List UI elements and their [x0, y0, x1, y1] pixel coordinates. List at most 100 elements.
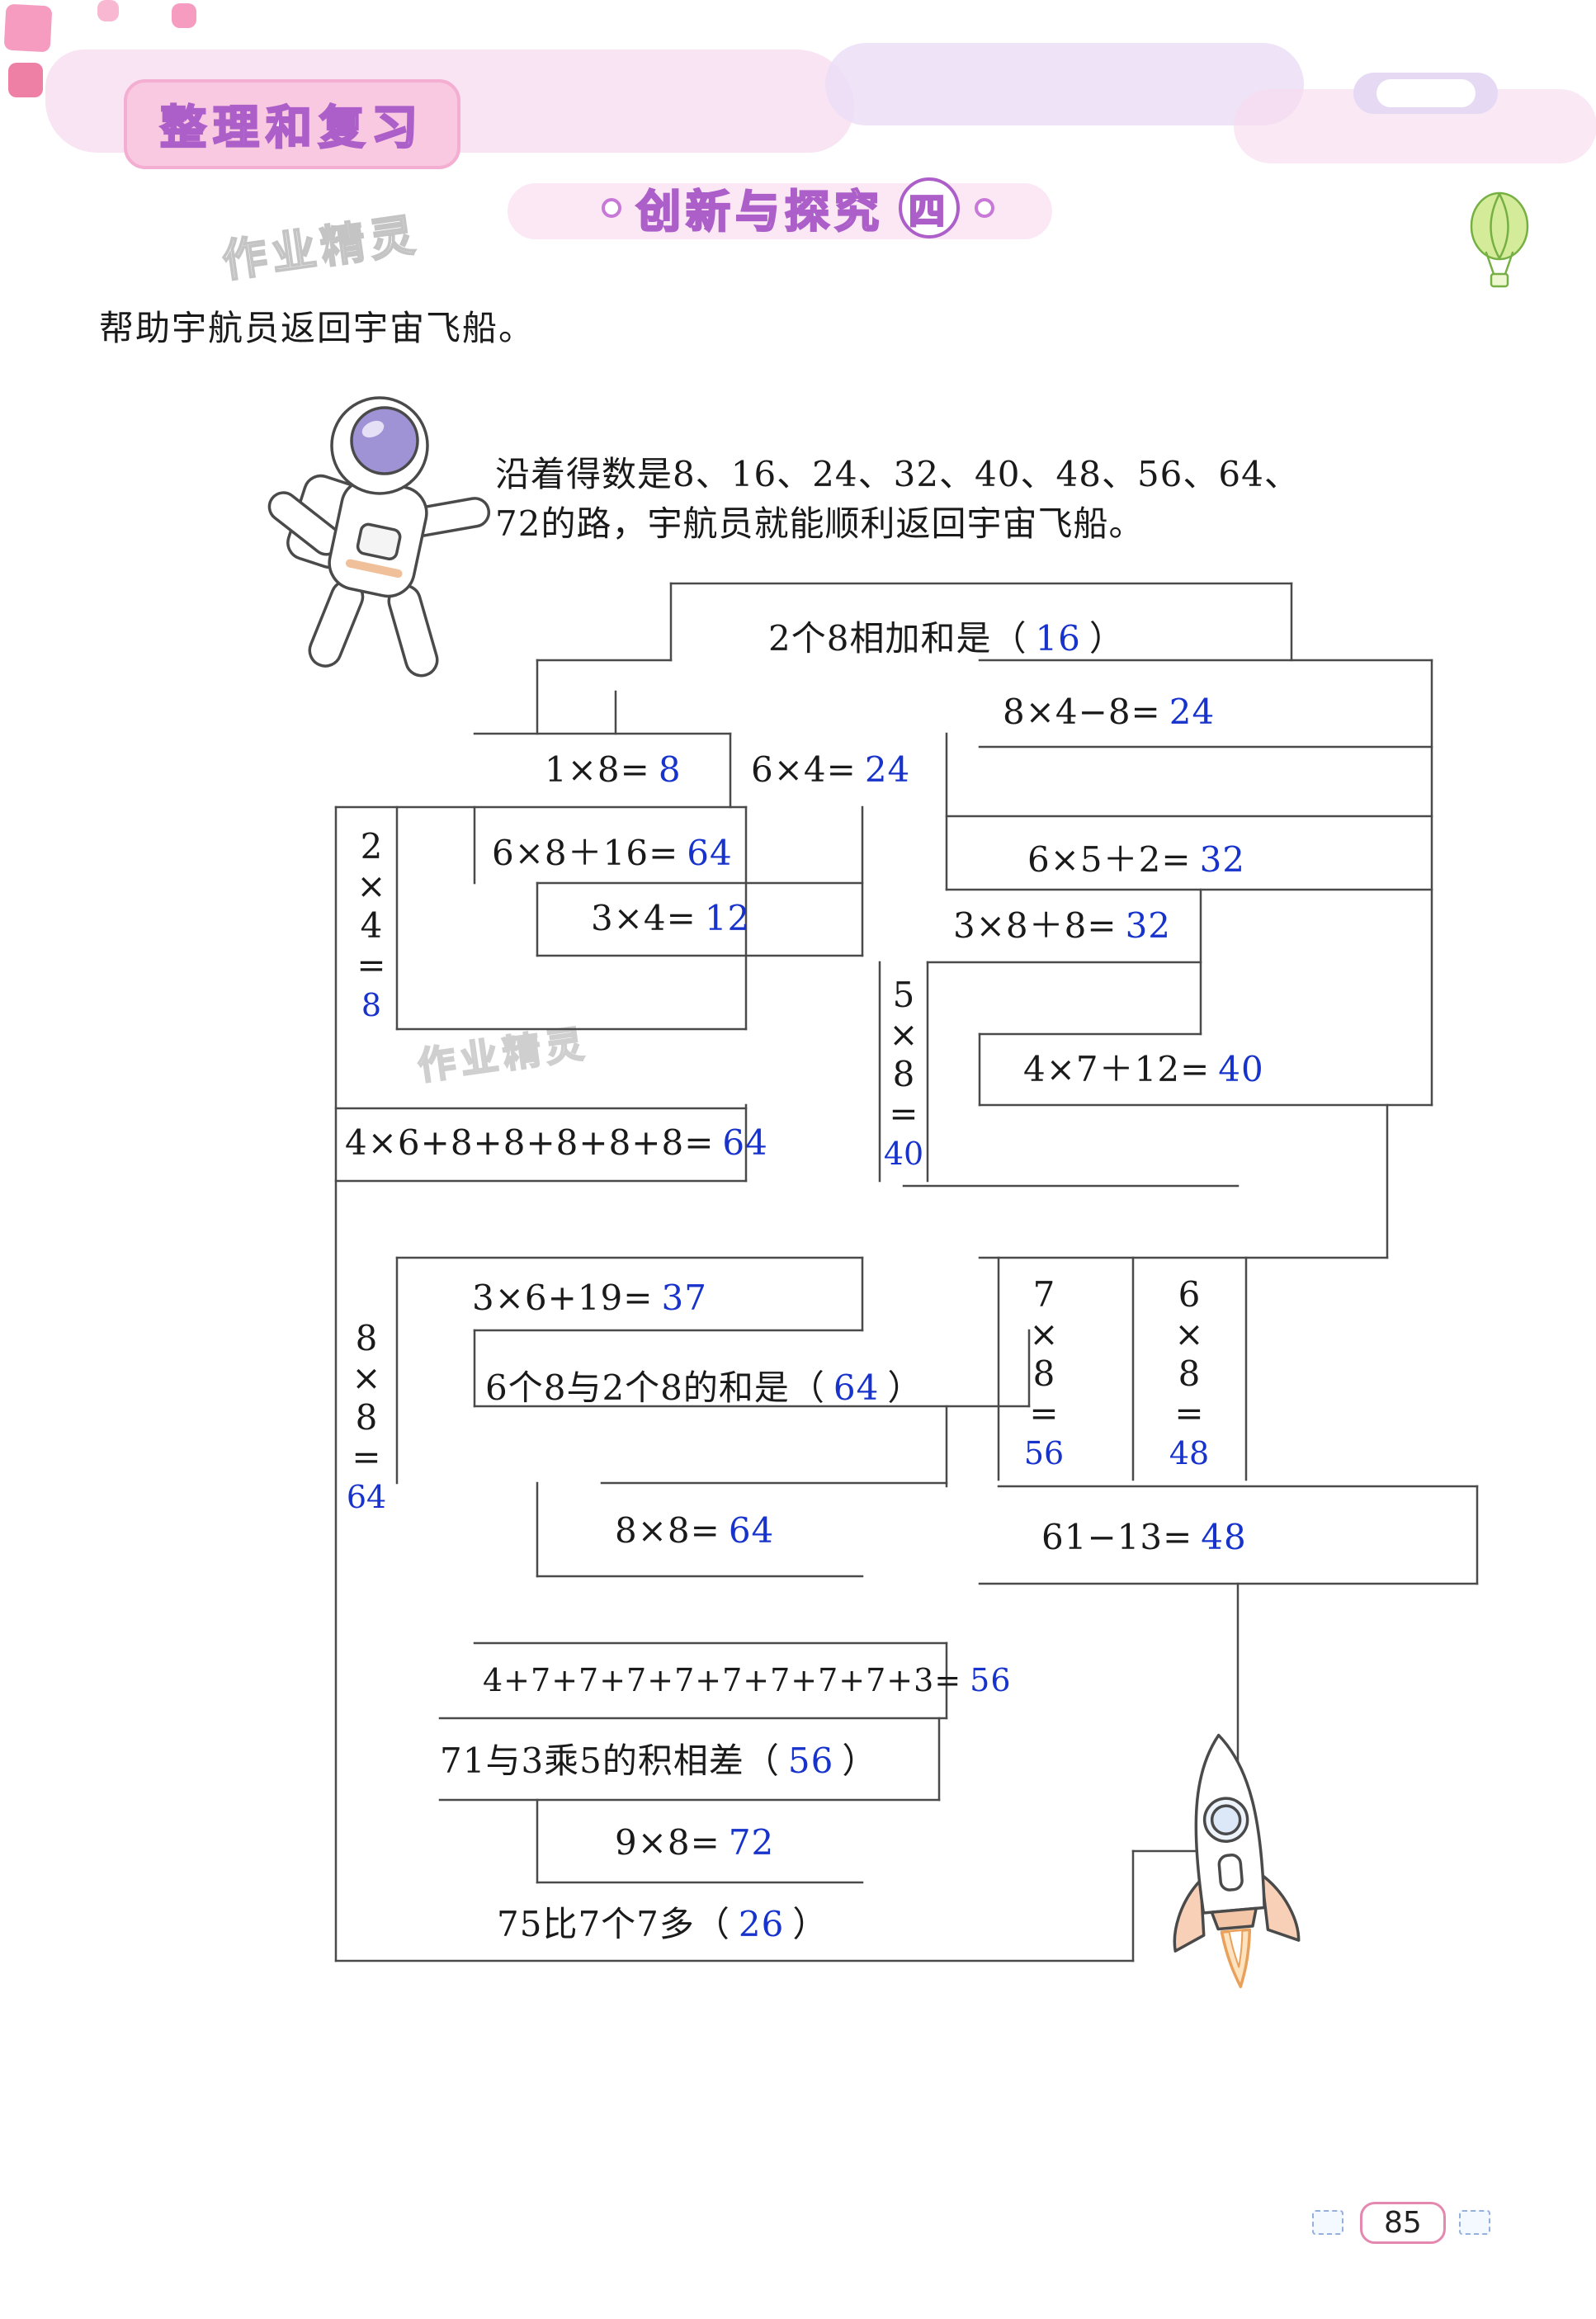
- problem-text: 3×4=: [591, 898, 696, 938]
- corner-square-icon: [3, 3, 53, 53]
- problem-row: 1×8=8: [545, 749, 690, 790]
- problem-text: 61−13=: [1041, 1517, 1193, 1557]
- answer-text: 72: [728, 1822, 775, 1863]
- astronaut-illustration: [267, 396, 491, 678]
- answer-text: 12: [704, 898, 751, 938]
- problem-text: 8×4−8=: [1003, 692, 1161, 732]
- problem-row: 8×8=64: [615, 1510, 782, 1551]
- watermark: 作业精灵: [218, 208, 423, 289]
- problem-row: 6×4=24: [751, 749, 918, 790]
- hint-text: 沿着得数是8、16、24、32、40、48、56、64、 72的路，宇航员就能顺…: [495, 450, 1345, 548]
- term-text: =: [1029, 1393, 1059, 1433]
- instruction-text: 帮助宇航员返回宇宙飞船。: [99, 308, 536, 348]
- answer-text: 48: [1201, 1517, 1247, 1557]
- hint-line-2: 72的路，宇航员就能顺利返回宇宙飞船。: [495, 503, 1145, 544]
- problem-text: 6×5＋2=: [1027, 839, 1192, 880]
- corner-square-icon: [8, 63, 43, 97]
- term-text: 8: [1032, 1353, 1055, 1394]
- problem-row: 4×7＋12=40: [1023, 1041, 1273, 1092]
- term-text: =: [889, 1093, 918, 1134]
- problem-row: 6×5＋2=32: [1027, 832, 1254, 882]
- problem-text: 71与3乘5的积相差（: [440, 1740, 780, 1781]
- answer-text: 64: [722, 1122, 768, 1163]
- term-text: 8: [355, 1397, 378, 1438]
- problem-text: 75比7个7多（: [497, 1904, 730, 1944]
- problem-row: 6×8＋16=64: [492, 825, 741, 876]
- answer-text: 64: [833, 1367, 880, 1408]
- answer-text: 16: [1035, 618, 1081, 659]
- footer-deco-icon: [1312, 2210, 1343, 2235]
- problem-text: 3×8＋8=: [953, 905, 1117, 946]
- page-number-badge: 85: [1360, 2202, 1446, 2244]
- balloon-icon: [1470, 191, 1529, 288]
- term-text: ×: [889, 1014, 918, 1055]
- deco-dot-icon: [602, 197, 621, 218]
- problem-text: 8×8=: [615, 1510, 720, 1551]
- problem-row: 75比7个7多（26）: [497, 1896, 828, 1947]
- problem-row: 9×8=72: [615, 1822, 782, 1863]
- term-text: 8: [892, 1054, 915, 1094]
- problem-row: 6个8与2个8的和是（64）: [485, 1360, 923, 1410]
- problem-text: 4×6+8+8+8+8+8=: [345, 1122, 715, 1163]
- answer-text: 32: [1199, 839, 1246, 880]
- term-text: 6: [1178, 1274, 1201, 1315]
- term-text: =: [1174, 1393, 1204, 1433]
- vertical-problem: 8 × 8 = 64: [337, 1319, 396, 1517]
- problem-text: 1×8=: [545, 749, 650, 790]
- term-text: 5: [892, 975, 915, 1015]
- answer-text: 64: [728, 1510, 775, 1551]
- vertical-problem: 7 × 8 = 56: [1020, 1275, 1068, 1473]
- problem-row: 71与3乘5的积相差（56）: [440, 1733, 877, 1783]
- term-text: 4: [360, 905, 383, 946]
- answer-text: 56: [1023, 1435, 1065, 1471]
- term-text: 7: [1032, 1274, 1055, 1315]
- section-title-text: 创新与探究: [635, 185, 884, 239]
- problem-row: 3×4=12: [591, 898, 758, 938]
- term-text: =: [352, 1437, 381, 1477]
- rocket-illustration: [1173, 1733, 1301, 1989]
- term-text: ×: [1029, 1314, 1059, 1354]
- vertical-problem: 5 × 8 = 40: [880, 975, 928, 1174]
- vertical-problem: 6 × 8 = 48: [1165, 1275, 1213, 1473]
- term-text: 2: [360, 826, 383, 867]
- page-title: 整理和复习: [124, 79, 460, 169]
- answer-text: 40: [883, 1136, 924, 1172]
- problem-text: 9×8=: [615, 1822, 720, 1863]
- answer-text: 56: [970, 1662, 1012, 1698]
- problem-row: 3×8＋8=32: [953, 898, 1179, 948]
- footer-deco-icon: [1459, 2210, 1490, 2235]
- corner-square-icon: [97, 0, 119, 21]
- problem-text: 6×4=: [751, 749, 857, 790]
- problem-suffix: ）: [1088, 618, 1125, 659]
- problem-text: 4+7+7+7+7+7+7+7+7+3=: [483, 1662, 962, 1698]
- problem-text: 4×7＋12=: [1023, 1049, 1211, 1089]
- answer-text: 37: [661, 1278, 707, 1318]
- cloud-shape-inner: [1376, 79, 1476, 107]
- term-text: ×: [1174, 1314, 1204, 1354]
- corner-square-icon: [172, 3, 196, 28]
- problem-suffix: ）: [887, 1367, 923, 1408]
- problem-suffix: ）: [842, 1740, 878, 1781]
- problem-row: 2个8相加和是（16）: [768, 611, 1125, 661]
- problem-text: 3×6+19=: [472, 1278, 654, 1318]
- problem-row: 4×6+8+8+8+8+8=64: [345, 1122, 777, 1163]
- answer-text: 48: [1169, 1435, 1210, 1471]
- decor-band-lavender: [825, 43, 1304, 125]
- answer-text: 8: [658, 749, 682, 790]
- term-text: 8: [355, 1318, 378, 1358]
- answer-text: 40: [1218, 1049, 1264, 1089]
- problem-text: 2个8相加和是（: [768, 618, 1027, 659]
- problem-text: 6×8＋16=: [492, 833, 679, 873]
- problem-suffix: ）: [792, 1904, 829, 1944]
- answer-text: 32: [1125, 905, 1172, 946]
- term-text: =: [357, 945, 386, 985]
- answer-text: 64: [346, 1479, 387, 1515]
- problem-text: 6个8与2个8的和是（: [485, 1367, 825, 1408]
- answer-text: 24: [864, 749, 911, 790]
- answer-text: 56: [787, 1740, 834, 1781]
- term-text: ×: [357, 866, 386, 906]
- answer-text: 8: [361, 987, 382, 1023]
- section-title: 创新与探究 四: [602, 175, 994, 240]
- problem-row: 8×4−8=24: [1003, 692, 1223, 732]
